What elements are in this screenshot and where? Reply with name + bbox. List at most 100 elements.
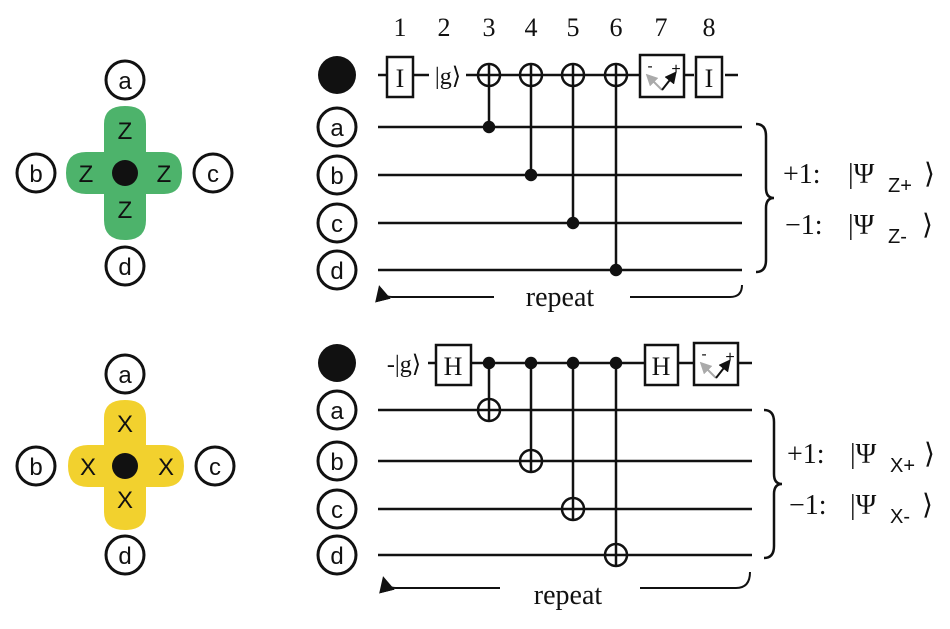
svg-text:|Ψ: |Ψ	[848, 159, 875, 190]
cnot-gate	[560, 356, 586, 522]
step-label: 5	[567, 13, 580, 42]
operator-label-north: Z	[118, 118, 133, 145]
ground-state-label: -|g⟩	[387, 352, 421, 378]
svg-text:c: c	[209, 454, 221, 481]
data-qubit-d: d	[316, 249, 742, 291]
control-dot-icon	[482, 356, 496, 370]
control-dot-icon	[609, 356, 623, 370]
svg-text:|Ψ: |Ψ	[848, 210, 875, 241]
svg-text:X-: X-	[890, 506, 910, 528]
cnot-gate	[560, 62, 586, 230]
meter-gate: - +	[692, 341, 740, 387]
operator-label-west: X	[80, 454, 96, 481]
cnot-gate	[518, 62, 544, 182]
step-label: 6	[610, 13, 623, 42]
data-qubit-a: a	[316, 389, 752, 431]
hadamard-gate: H	[643, 343, 680, 387]
measurement-meter-icon	[699, 361, 717, 379]
svg-text:⟩: ⟩	[924, 159, 935, 190]
svg-text:d: d	[118, 543, 131, 570]
control-dot-icon	[566, 356, 580, 370]
operator-label-south: Z	[118, 197, 133, 224]
operator-label-east: Z	[157, 161, 172, 188]
control-dot-icon	[566, 216, 580, 230]
step-label: 1	[394, 13, 407, 42]
data-qubit-c: c	[316, 202, 742, 244]
outcome-brace	[763, 408, 783, 560]
svg-text:−1:: −1:	[789, 490, 827, 521]
outcome-plus: +1: |Ψ X+ ⟩	[787, 439, 935, 477]
svg-text:d: d	[118, 254, 131, 281]
svg-text:b: b	[29, 161, 42, 188]
svg-text:b: b	[330, 163, 343, 190]
data-qubit-c: c	[316, 488, 752, 530]
neighbor-qubit-d: d	[104, 534, 146, 576]
svg-text:−1:: −1:	[785, 210, 823, 241]
outcome-plus: +1: |Ψ Z+ ⟩	[783, 159, 935, 197]
svg-text:b: b	[29, 454, 42, 481]
svg-text:Z-: Z-	[888, 226, 907, 248]
svg-text:a: a	[118, 362, 132, 389]
repeat-loop: repeat	[379, 571, 751, 611]
svg-text:d: d	[330, 258, 343, 285]
z-stabilizer-circuit: 1 2 3 4 5 6 7 8 I |g⟩ - +	[316, 13, 935, 313]
step-label: 3	[483, 13, 496, 42]
svg-text:c: c	[331, 211, 343, 238]
step-label: 8	[703, 13, 716, 42]
control-dot-icon	[524, 356, 538, 370]
identity-gate: I	[694, 55, 724, 99]
svg-text:|Ψ: |Ψ	[850, 490, 877, 521]
operator-label-west: Z	[79, 161, 94, 188]
svg-text:a: a	[330, 398, 344, 425]
measurement-meter-icon	[645, 73, 663, 91]
data-qubit-a: a	[316, 106, 742, 148]
neighbor-qubit-b: b	[15, 445, 57, 487]
repeat-loop: repeat	[375, 282, 743, 313]
svg-text:⟩: ⟩	[922, 490, 933, 521]
svg-text:⟩: ⟩	[922, 210, 933, 241]
step-label: 2	[438, 13, 451, 42]
svg-text:|Ψ: |Ψ	[850, 439, 877, 470]
svg-text:X+: X+	[890, 455, 915, 477]
outcome-minus: −1: |Ψ Z- ⟩	[785, 210, 933, 248]
repeat-label: repeat	[526, 282, 595, 313]
x-plaquette: X X X X a b c d	[15, 353, 236, 576]
svg-text:b: b	[330, 449, 343, 476]
svg-text:c: c	[207, 161, 219, 188]
outcome-brace	[755, 122, 775, 274]
x-stabilizer-circuit: -|g⟩ H H - + a b	[316, 341, 935, 611]
z-plaquette: Z Z Z Z a b c d	[15, 59, 234, 287]
neighbor-qubit-a: a	[104, 353, 146, 395]
data-qubit-d: d	[316, 534, 752, 576]
svg-text:a: a	[330, 115, 344, 142]
step-label: 7	[655, 13, 668, 42]
svg-text:Z+: Z+	[888, 175, 912, 197]
svg-text:+: +	[671, 61, 680, 78]
control-dot-icon	[524, 168, 538, 182]
ancilla-qubit	[318, 56, 356, 94]
identity-gate: I	[385, 55, 415, 99]
neighbor-qubit-d: d	[104, 245, 146, 287]
svg-text:I: I	[705, 64, 714, 93]
data-qubit-b: b	[316, 154, 742, 196]
svg-text:d: d	[330, 543, 343, 570]
cnot-gate	[476, 62, 502, 134]
neighbor-qubit-a: a	[104, 59, 146, 101]
cnot-gate	[603, 62, 629, 277]
svg-text:+1:: +1:	[787, 439, 825, 470]
neighbor-qubit-c: c	[192, 152, 234, 194]
operator-label-north: X	[117, 411, 133, 438]
svg-text:-: -	[701, 346, 706, 363]
hadamard-gate: H	[434, 343, 473, 387]
control-dot-icon	[482, 120, 496, 134]
svg-text:+: +	[725, 349, 734, 366]
step-label: 4	[525, 13, 538, 42]
ancilla-qubit	[318, 344, 356, 382]
svg-text:H: H	[444, 352, 463, 381]
control-dot-icon	[609, 263, 623, 277]
data-qubit-b: b	[316, 440, 752, 482]
svg-text:⟩: ⟩	[924, 439, 935, 470]
svg-text:-: -	[647, 58, 652, 75]
step-labels: 1 2 3 4 5 6 7 8	[394, 13, 716, 42]
